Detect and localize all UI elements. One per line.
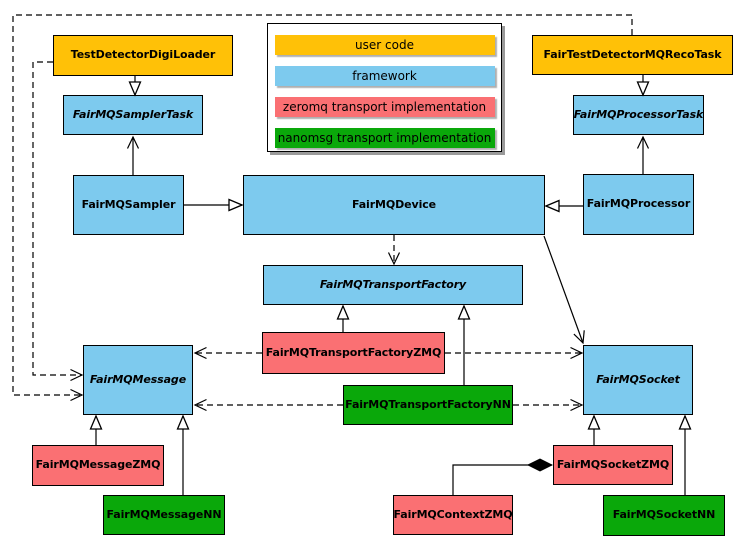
legend-item-user-code: user code xyxy=(274,35,495,55)
class-box-fairmqsamplertask: FairMQSamplerTask xyxy=(63,95,203,135)
edge-fairmqdevice-fairmqsocket xyxy=(543,235,585,345)
legend-item-nanomsg-transport: nanomsg transport implementation xyxy=(274,128,495,148)
edge-fairmqcontextzmq-fairmqsocketzmq-composition xyxy=(452,465,552,495)
class-box-fairtestdetectormqrecotask: FairTestDetectorMQRecoTask xyxy=(532,35,733,75)
class-box-fairmqmessage: FairMQMessage xyxy=(83,345,193,415)
class-box-testdetectordigiloader: TestDetectorDigiLoader xyxy=(53,35,233,76)
class-box-fairmqtransportfactory: FairMQTransportFactory xyxy=(263,265,523,305)
class-box-fairmqcontextzmq: FairMQContextZMQ xyxy=(393,495,513,535)
class-box-fairmqprocessor: FairMQProcessor xyxy=(583,174,694,235)
class-box-fairmqsampler: FairMQSampler xyxy=(73,175,184,235)
legend-item-zeromq-transport: zeromq transport implementation xyxy=(274,97,495,117)
class-box-fairmqtransportfactoryzmq: FairMQTransportFactoryZMQ xyxy=(262,332,445,374)
class-box-fairmqdevice: FairMQDevice xyxy=(243,175,545,235)
legend-item-framework: framework xyxy=(274,66,495,86)
legend: user code framework zeromq transport imp… xyxy=(267,23,502,152)
class-box-fairmqtransportfactorynn: FairMQTransportFactoryNN xyxy=(343,385,513,425)
class-box-fairmqsocketzmq: FairMQSocketZMQ xyxy=(553,445,673,485)
class-box-fairmqmessagezmq: FairMQMessageZMQ xyxy=(32,445,164,486)
class-box-fairmqsocketnn: FairMQSocketNN xyxy=(603,495,725,536)
class-box-fairmqsocket: FairMQSocket xyxy=(583,345,693,415)
class-box-fairmqprocessortask: FairMQProcessorTask xyxy=(573,95,704,135)
class-box-fairmqmessagenn: FairMQMessageNN xyxy=(103,495,225,535)
